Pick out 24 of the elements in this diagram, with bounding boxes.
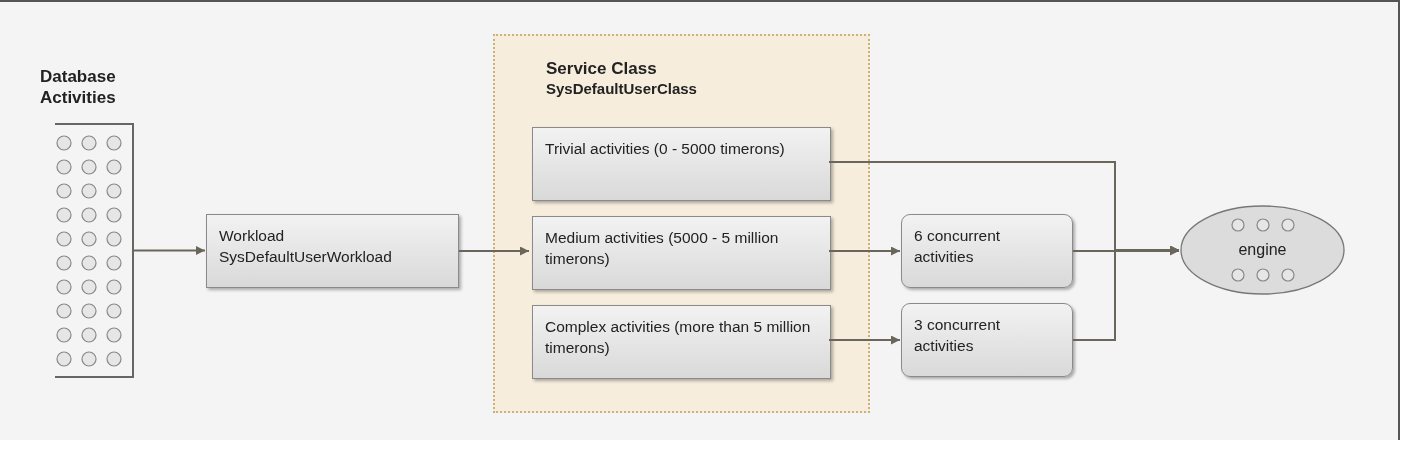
process-box — [532, 127, 831, 201]
node-label: Medium activities (5000 - 5 million timerons) — [545, 228, 780, 269]
node-label: Complex activities (more than 5 million timerons) — [545, 317, 812, 358]
node-label: engine — [1237, 240, 1288, 260]
process-box — [901, 303, 1073, 377]
engine-ellipse — [1180, 205, 1345, 295]
arrow — [458, 246, 530, 256]
node-label: Workload — [219, 226, 286, 246]
process-box — [901, 214, 1073, 288]
service-class-container — [493, 34, 870, 413]
column-heading: Database Activities — [40, 66, 117, 108]
node-label: Trivial activities (0 - 5000 timerons) — [545, 139, 786, 159]
node-label: 6 concurrent activities — [914, 226, 1002, 267]
node-label: 3 concurrent activities — [914, 315, 1002, 356]
process-box — [206, 214, 459, 288]
container-heading: Service Class — [546, 58, 658, 79]
container-subheading: SysDefaultUserClass — [546, 79, 698, 99]
node-label: SysDefaultUserWorkload — [219, 247, 393, 267]
arrow — [1072, 245, 1180, 341]
process-box — [532, 305, 831, 379]
arrow — [132, 246, 206, 255]
process-box — [532, 216, 831, 290]
arrow — [828, 246, 901, 256]
arrow — [828, 335, 901, 345]
